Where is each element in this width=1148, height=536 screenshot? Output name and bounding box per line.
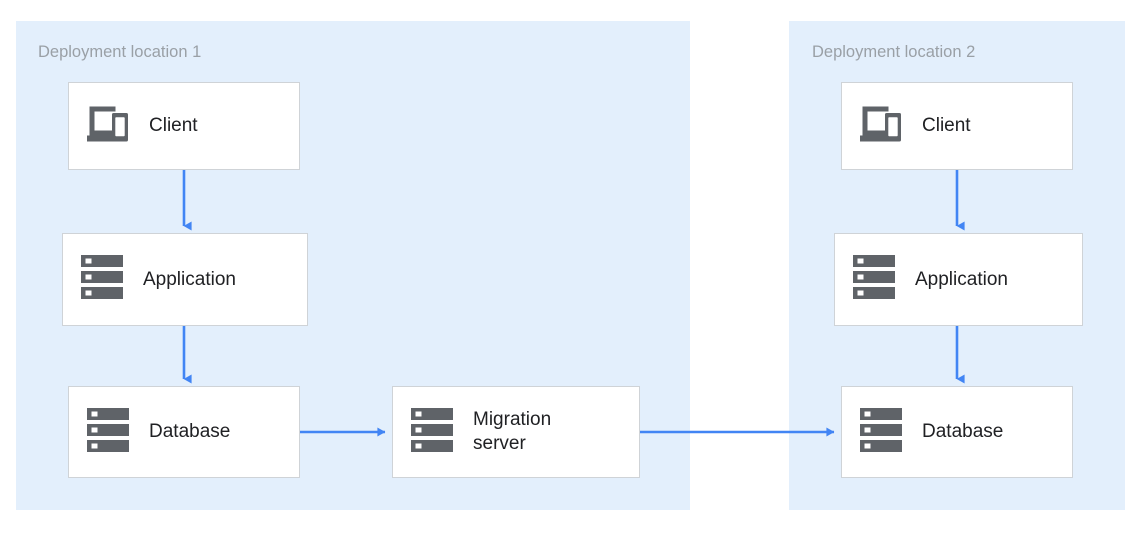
server-icon <box>81 254 123 305</box>
deployment-zone-1-label: Deployment location 1 <box>38 43 202 61</box>
server-icon <box>87 407 129 458</box>
node-database-2-label: Database <box>922 421 1004 442</box>
node-database-2[interactable]: Database <box>841 386 1073 478</box>
node-database-1[interactable]: Database <box>68 386 300 478</box>
server-icon <box>860 407 902 458</box>
client-devices-icon <box>87 104 129 149</box>
node-migration-server[interactable]: Migration server <box>392 386 640 478</box>
client-devices-icon <box>860 104 902 149</box>
node-application-2-label: Application <box>915 268 1008 290</box>
node-client-1-label: Client <box>149 115 198 136</box>
node-application-2[interactable]: Application <box>834 233 1083 326</box>
node-client-2[interactable]: Client <box>841 82 1073 170</box>
node-migration-server-label: Migration server <box>473 409 552 454</box>
node-application-1-label: Application <box>143 268 236 290</box>
server-icon <box>411 407 453 458</box>
node-application-1[interactable]: Application <box>62 233 308 326</box>
node-database-1-label: Database <box>149 421 231 442</box>
node-client-2-label: Client <box>922 115 971 136</box>
node-client-1[interactable]: Client <box>68 82 300 170</box>
deployment-zone-2-label: Deployment location 2 <box>812 43 976 61</box>
server-icon <box>853 254 895 305</box>
